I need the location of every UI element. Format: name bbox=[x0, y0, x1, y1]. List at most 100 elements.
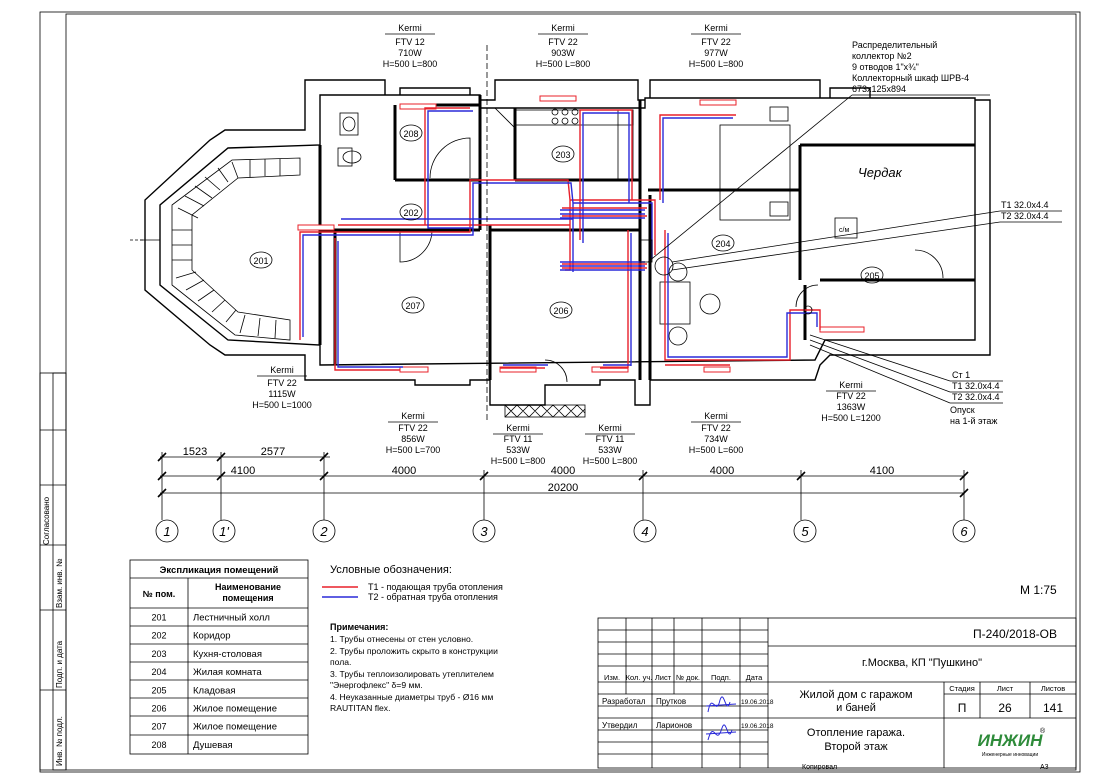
svg-text:FTV 22: FTV 22 bbox=[548, 37, 578, 47]
room-207: 207 bbox=[405, 301, 420, 311]
note-3: 3. Трубы теплоизолировать утеплителем bbox=[330, 669, 494, 679]
radiator-symbols bbox=[297, 95, 865, 373]
explication-row-num: 202 bbox=[151, 631, 166, 641]
supply-pipes bbox=[299, 107, 821, 371]
dim-4000-c: 4000 bbox=[710, 465, 734, 477]
tb-sheet-2: Второй этаж bbox=[824, 741, 888, 753]
radiator-label-203: Kermi FTV 22 903W H=500 L=800 bbox=[536, 23, 591, 69]
legend-title: Условные обозначения: bbox=[330, 564, 452, 576]
svg-text:1363W: 1363W bbox=[837, 402, 866, 412]
note-4: 4. Неуказанные диаметры труб - Ø16 мм bbox=[330, 692, 493, 702]
tb-location: г.Москва, КП "Пушкино" bbox=[862, 657, 982, 669]
sm-label: с/м bbox=[839, 227, 849, 234]
tb-object-1: Жилой дом с гаражом bbox=[799, 689, 912, 701]
stamp-sign-date: Подп. и дата bbox=[55, 640, 64, 688]
radiator-label-201: Kermi FTV 22 1115W H=500 L=1000 bbox=[252, 365, 312, 410]
note-2: 2. Трубы проложить скрыто в конструкции bbox=[330, 646, 498, 656]
tb-col-izm: Изм. bbox=[604, 673, 620, 682]
svg-text:9 отводов 1"x¾": 9 отводов 1"x¾" bbox=[852, 62, 919, 72]
explication-row-num: 208 bbox=[151, 740, 166, 750]
svg-text:H=500 L=600: H=500 L=600 bbox=[689, 445, 744, 455]
svg-text:H=500 L=800: H=500 L=800 bbox=[689, 59, 744, 69]
svg-text:710W: 710W bbox=[398, 48, 422, 58]
explication-row-name: Коридор bbox=[193, 631, 231, 642]
tb-object-2: и баней bbox=[836, 702, 876, 714]
explication-table: Экспликация помещений № пом. Наименовани… bbox=[129, 559, 309, 755]
svg-text:H=500 L=800: H=500 L=800 bbox=[583, 456, 638, 466]
riser-st1-label: Ст 1 T1 32.0x4.4 T2 32.0x4.4 Опуск на 1-… bbox=[809, 334, 1003, 426]
copied-label: Копировал bbox=[802, 764, 837, 771]
tb-approved-name: Ларионов bbox=[656, 721, 692, 730]
washing-machine bbox=[834, 217, 858, 239]
tb-stage: П bbox=[958, 701, 967, 715]
svg-text:FTV 12: FTV 12 bbox=[395, 37, 425, 47]
room-203: 203 bbox=[555, 150, 570, 160]
svg-text:FTV 22: FTV 22 bbox=[398, 423, 428, 433]
attic-label: Чердак bbox=[858, 165, 903, 180]
signature-approver bbox=[705, 724, 737, 741]
room-204: 204 bbox=[715, 239, 730, 249]
svg-text:Kermi: Kermi bbox=[270, 365, 294, 375]
tb-col-doc: № док. bbox=[676, 673, 700, 682]
dim-4100-b: 4100 bbox=[870, 465, 894, 477]
explication-row-num: 205 bbox=[151, 685, 166, 695]
svg-text:533W: 533W bbox=[598, 445, 622, 455]
svg-text:Kermi: Kermi bbox=[401, 411, 425, 421]
explication-row-name: Жилое помещение bbox=[193, 704, 277, 715]
tb-developed-date: 19.06.2018 bbox=[741, 699, 774, 706]
bathroom-fixtures bbox=[337, 112, 471, 179]
note-3b: "Энергофлекс" δ=9 мм. bbox=[330, 680, 423, 690]
svg-text:Kermi: Kermi bbox=[704, 411, 728, 421]
sheet-format: А3 bbox=[1040, 764, 1049, 771]
svg-text:533W: 533W bbox=[506, 445, 530, 455]
explication-title: Экспликация помещений bbox=[160, 565, 279, 576]
dimension-lines: 1523 2577 4100 4000 4000 4000 4100 20200 bbox=[157, 446, 969, 520]
svg-text:FTV 11: FTV 11 bbox=[504, 434, 533, 444]
svg-text:H=500 L=1000: H=500 L=1000 bbox=[252, 400, 312, 410]
svg-text:Kermi: Kermi bbox=[704, 23, 728, 33]
axis-6: 6 bbox=[960, 524, 968, 539]
room-205: 205 bbox=[864, 271, 879, 281]
dim-4000-a: 4000 bbox=[392, 465, 416, 477]
dim-4000-b: 4000 bbox=[551, 465, 575, 477]
svg-text:734W: 734W bbox=[704, 434, 728, 444]
svg-text:977W: 977W bbox=[704, 48, 728, 58]
explication-row-num: 204 bbox=[151, 667, 166, 677]
dim-2577: 2577 bbox=[261, 446, 285, 458]
tb-developed-role: Разработал bbox=[602, 697, 646, 706]
tb-list: 26 bbox=[998, 701, 1012, 715]
svg-text:Распределительный: Распределительный bbox=[852, 40, 937, 50]
riser-top-label: T1 32.0x4.4 T2 32.0x4.4 bbox=[671, 200, 1062, 271]
room-202: 202 bbox=[403, 208, 418, 218]
explication-col-name-1: Наименование bbox=[215, 582, 281, 592]
svg-text:Ст 1: Ст 1 bbox=[952, 370, 970, 380]
radiator-label-204-top: Kermi FTV 22 977W H=500 L=800 bbox=[689, 23, 744, 69]
svg-text:Kermi: Kermi bbox=[551, 23, 575, 33]
room-208: 208 bbox=[403, 129, 418, 139]
tb-approved-role: Утвердил bbox=[602, 721, 638, 730]
svg-text:FTV 22: FTV 22 bbox=[836, 391, 866, 401]
svg-text:FTV 22: FTV 22 bbox=[701, 423, 731, 433]
legend-return: T2 - обратная труба отопления bbox=[368, 592, 498, 602]
svg-text:903W: 903W bbox=[551, 48, 575, 58]
svg-text:Kermi: Kermi bbox=[398, 23, 422, 33]
tb-col-date: Дата bbox=[746, 673, 763, 682]
dim-1523: 1523 bbox=[183, 446, 207, 458]
svg-text:коллектор №2: коллектор №2 bbox=[852, 51, 912, 61]
svg-text:H=500 L=800: H=500 L=800 bbox=[383, 59, 438, 69]
tb-col-list: Лист bbox=[655, 673, 672, 682]
explication-col-name-2: помещения bbox=[222, 593, 273, 603]
svg-text:®: ® bbox=[1040, 727, 1046, 735]
radiator-label-206-left: Kermi FTV 11 533W H=500 L=800 bbox=[491, 423, 546, 466]
dim-total: 20200 bbox=[548, 482, 579, 494]
tb-sheet-1: Отопление гаража. bbox=[807, 727, 905, 739]
tb-col-kol: Кол. уч. bbox=[626, 673, 653, 682]
left-stamp: Согласовано Взам. инв. № Подп. и дата Ин… bbox=[39, 372, 67, 771]
radiator-label-205: Kermi FTV 22 1363W H=500 L=1200 bbox=[821, 380, 881, 423]
explication-row-name: Жилое помещение bbox=[193, 722, 277, 733]
south-porch-hatch bbox=[504, 404, 586, 418]
tb-list-label: Лист bbox=[997, 684, 1014, 693]
explication-row-name: Душевая bbox=[193, 740, 233, 751]
axis-1: 1 bbox=[163, 524, 170, 539]
